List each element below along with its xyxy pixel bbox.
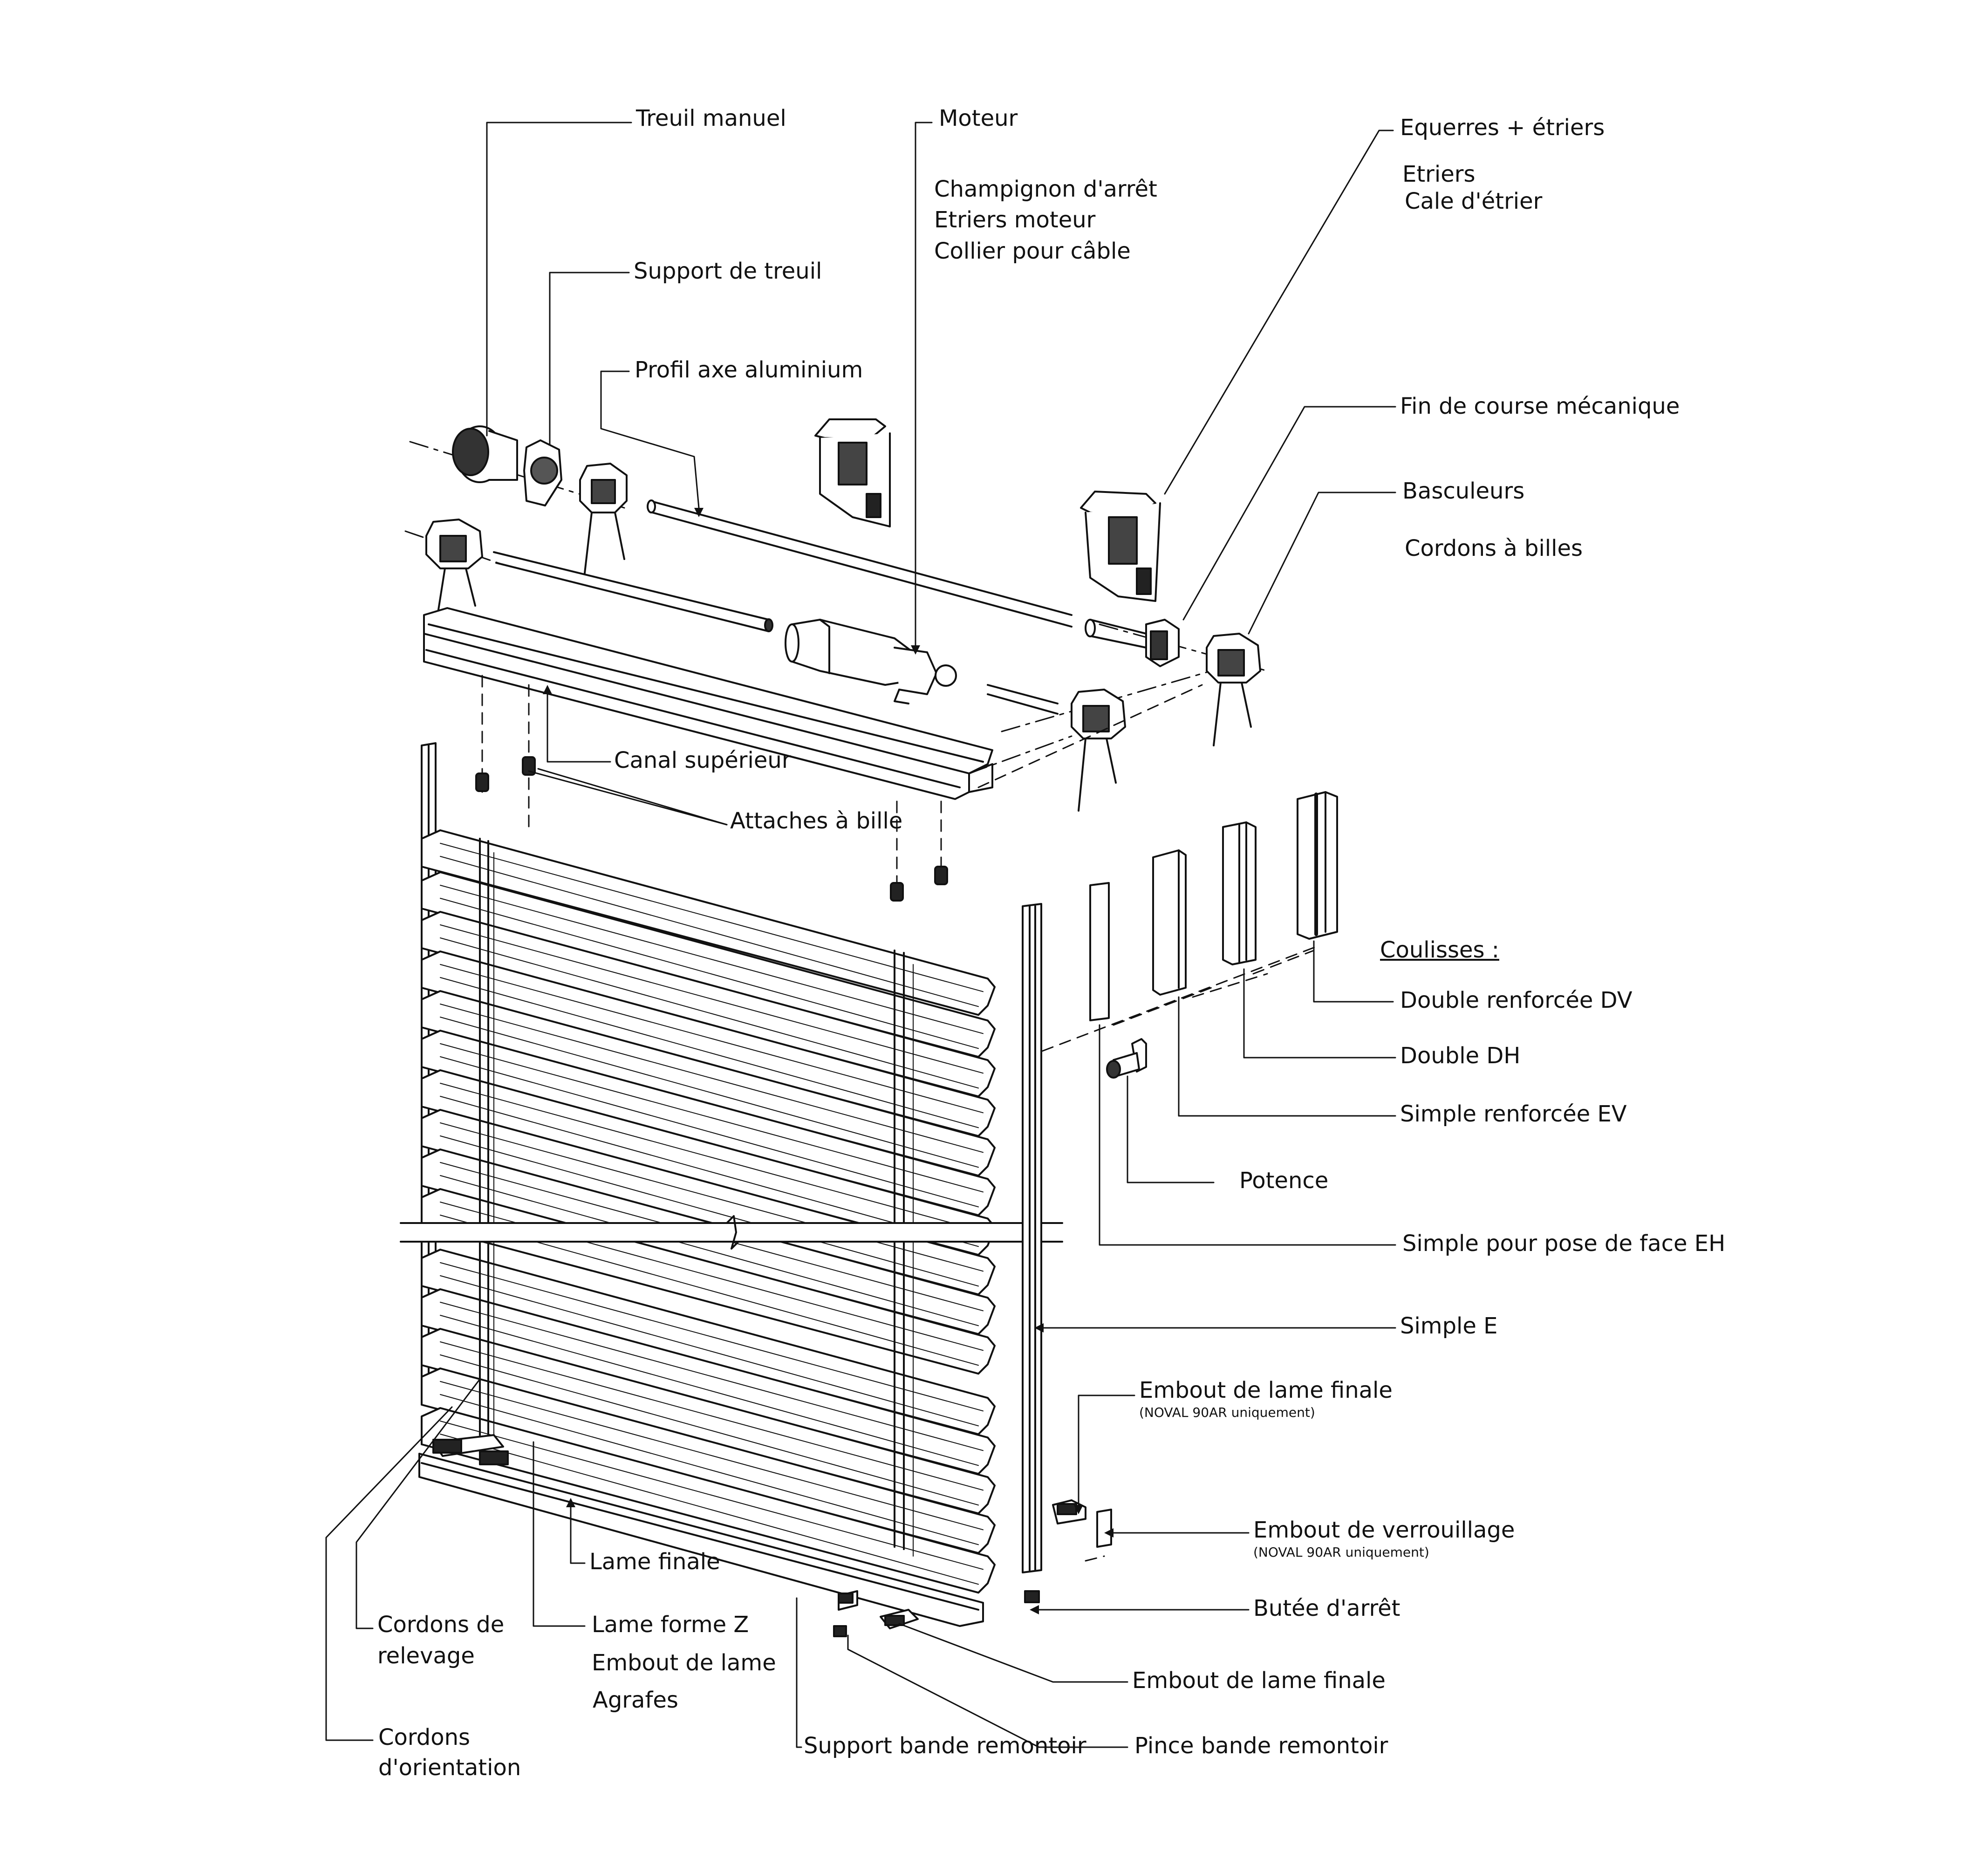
label-embout-verrou: Embout de verrouillage <box>1253 1517 1515 1543</box>
slat-edge <box>440 843 984 992</box>
equerre-etrier-right-part <box>1080 491 1161 602</box>
label-simple-eh: Simple pour pose de face EH <box>1402 1230 1726 1257</box>
label-lame-z: Lame forme Z <box>592 1612 749 1638</box>
label-butee: Butée d'arrêt <box>1253 1595 1400 1621</box>
basculeur-right-part <box>1206 633 1261 746</box>
label-double-dv: Double renforcée DV <box>1400 987 1633 1013</box>
label-potence: Potence <box>1239 1168 1329 1194</box>
slat-fold <box>440 1056 979 1208</box>
moteur-part <box>785 619 957 704</box>
slat-fold <box>440 1175 979 1326</box>
label-embout-finale-1: Embout de lame finale <box>1139 1377 1393 1403</box>
fin-de-course-part <box>1085 619 1180 667</box>
label-attaches: Attaches à bille <box>730 808 903 834</box>
slat-fold <box>440 856 979 1007</box>
slat-fold <box>440 1135 979 1287</box>
label-support-treuil: Support de treuil <box>634 258 822 284</box>
label-basculeurs: Basculeurs <box>1402 478 1525 504</box>
slat <box>421 1407 996 1594</box>
label-cordons-orient-1: Cordons <box>378 1724 471 1750</box>
label-pince: Pince bande remontoir <box>1134 1733 1388 1759</box>
label-treuil-manuel: Treuil manuel <box>636 105 786 131</box>
canal-superieur-part <box>423 607 993 800</box>
slat-fold <box>440 898 979 1049</box>
slat-edge <box>440 1381 984 1531</box>
slat-fold <box>440 1017 979 1168</box>
potence-part <box>1106 1038 1147 1079</box>
label-cordons-relevage-1: Cordons de <box>377 1612 505 1638</box>
label-agrafes: Agrafes <box>593 1687 678 1713</box>
label-support-bande: Support bande remontoir <box>804 1733 1086 1759</box>
slat-edge <box>440 1004 984 1153</box>
label-cordons-orient-2: d'orientation <box>378 1755 521 1781</box>
coulisse-simple-e-part <box>1022 903 1042 1573</box>
slat-edge <box>440 1341 984 1491</box>
slat-fold <box>440 1315 979 1466</box>
label-simple-ev: Simple renforcée EV <box>1400 1101 1627 1127</box>
slat-edge <box>440 1083 984 1232</box>
support-palier-front-left-part <box>425 519 483 614</box>
label-simple-e: Simple E <box>1400 1313 1498 1339</box>
equerre-moteur-part <box>814 418 891 527</box>
tube-axe-front-part <box>493 551 773 632</box>
support-palier-left-part <box>579 463 628 574</box>
support-treuil-part <box>523 439 562 506</box>
label-cale: Cale d'étrier <box>1405 188 1543 214</box>
slat-edge <box>440 1302 984 1451</box>
coulisse-ev-part <box>1152 849 1187 996</box>
leader-lines <box>325 122 1396 1748</box>
label-embout-lame: Embout de lame <box>592 1650 776 1676</box>
drop-lines <box>481 675 1319 1562</box>
slat-edge <box>440 964 984 1114</box>
profil-axe-aluminium-part <box>647 499 1073 628</box>
coulisse-dv-part <box>1297 791 1338 940</box>
label-moteur: Moteur <box>939 105 1018 131</box>
break-line <box>400 1215 1063 1250</box>
label-cordons-billes: Cordons à billes <box>1405 535 1583 561</box>
treuil-manuel-part <box>452 425 518 483</box>
label-noval-1: (NOVAL 90AR uniquement) <box>1139 1405 1315 1420</box>
slat-fold <box>440 1394 979 1545</box>
label-coulisses: Coulisses : <box>1380 937 1499 963</box>
label-noval-2: (NOVAL 90AR uniquement) <box>1253 1545 1429 1560</box>
label-profil-axe: Profil axe aluminium <box>635 357 863 383</box>
label-collier: Collier pour câble <box>934 238 1131 264</box>
label-canal: Canal supérieur <box>614 747 791 773</box>
label-etriers: Etriers <box>1402 161 1476 187</box>
label-fin-course: Fin de course mécanique <box>1400 393 1680 419</box>
basculeur-middle-part <box>987 684 1126 812</box>
label-equerres: Equerres + étriers <box>1400 115 1605 141</box>
slat-fold <box>440 1275 979 1427</box>
label-champignon: Champignon d'arrêt <box>934 176 1157 202</box>
coulisse-dh-part <box>1222 821 1257 965</box>
arrowheads <box>543 508 1114 1614</box>
slat-fold <box>440 1096 979 1247</box>
slat-fold <box>440 937 979 1089</box>
slat-edge <box>440 1262 984 1412</box>
slat-edge <box>440 1421 984 1570</box>
label-embout-finale-2: Embout de lame finale <box>1132 1668 1386 1694</box>
label-cordons-relevage-2: relevage <box>377 1643 475 1669</box>
slat-fold <box>440 1434 979 1585</box>
coulisse-eh-part <box>1089 882 1110 1021</box>
slat-edge <box>440 885 984 1034</box>
lame-finale-part <box>418 1434 984 1627</box>
label-double-dh: Double DH <box>1400 1043 1521 1069</box>
slat-edge <box>440 1122 984 1272</box>
label-etriers-moteur: Etriers moteur <box>934 207 1096 233</box>
slat-fold <box>440 1354 979 1506</box>
slat-fold <box>440 977 979 1128</box>
attaches-a-bille-part <box>475 756 948 902</box>
slat-edge <box>440 1043 984 1193</box>
label-lame-finale: Lame finale <box>589 1549 720 1575</box>
small-parts <box>833 1499 1112 1637</box>
slat-edge <box>440 924 984 1074</box>
